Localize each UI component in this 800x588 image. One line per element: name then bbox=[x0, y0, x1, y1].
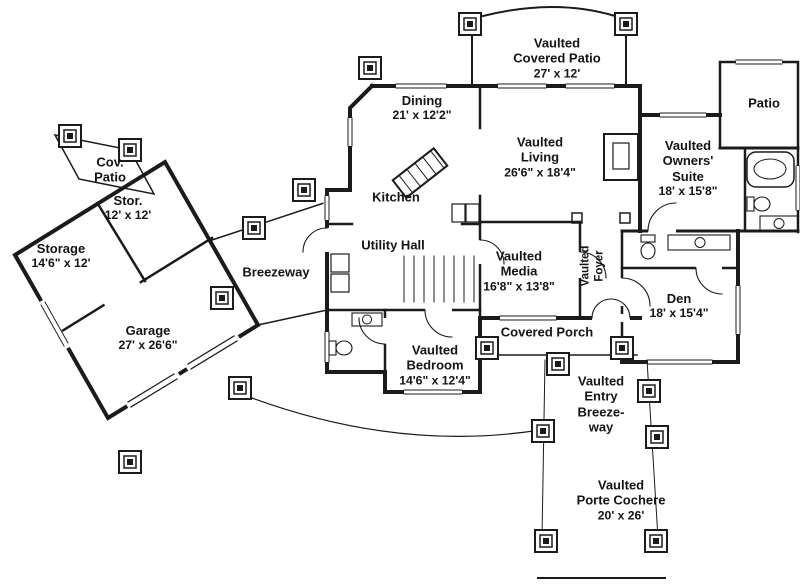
room-dims: 14'6" x 12' bbox=[31, 256, 91, 271]
breezeway-lines bbox=[211, 201, 666, 579]
room-dims: 21' x 12'2" bbox=[392, 108, 452, 123]
room-label-living: Vaulted Living 26'6" x 18'4" bbox=[504, 134, 576, 179]
room-label-stor: Stor. 12' x 12' bbox=[105, 193, 151, 223]
room-name: Dining bbox=[401, 93, 443, 109]
room-name: Garage bbox=[125, 323, 171, 339]
room-name: Living bbox=[520, 149, 560, 165]
room-label-cov-patio: Cov. Patio bbox=[94, 155, 126, 186]
room-name: Entry bbox=[584, 388, 618, 404]
room-name: Cov. bbox=[96, 154, 124, 170]
room-name: Suite bbox=[672, 168, 704, 184]
room-label-foyer: Vaulted Foyer bbox=[579, 246, 606, 287]
room-name: way bbox=[588, 419, 614, 435]
room-name: Vaulted bbox=[597, 477, 645, 493]
room-name: Breeze- bbox=[577, 404, 625, 419]
room-dims: 20' x 26' bbox=[597, 508, 645, 523]
room-name: Owners' bbox=[662, 153, 714, 169]
room-name: Covered Patio bbox=[513, 50, 601, 66]
room-name: Stor. bbox=[113, 193, 143, 209]
room-name: Patio bbox=[94, 170, 126, 185]
room-name: Den bbox=[666, 291, 692, 307]
room-label-entry-breezeway: Vaulted Entry Breeze- way bbox=[578, 373, 625, 434]
room-label-owners-suite: Vaulted Owners' Suite 18' x 15'8" bbox=[658, 138, 717, 198]
room-name: Vaulted bbox=[495, 248, 543, 264]
room-dims: 27' x 26'6" bbox=[118, 338, 178, 353]
room-label-bedroom: Vaulted Bedroom 14'6" x 12'4" bbox=[399, 342, 471, 387]
garage-wing bbox=[12, 133, 261, 421]
room-name: Utility Hall bbox=[361, 237, 425, 253]
room-dims: 14'6" x 12'4" bbox=[399, 373, 471, 388]
room-dims: 18' x 15'4" bbox=[649, 306, 709, 321]
room-label-porte-cochere: Vaulted Porte Cochere 20' x 26' bbox=[577, 477, 666, 522]
room-label-den: Den 18' x 15'4" bbox=[649, 291, 708, 321]
room-label-covered-patio: Vaulted Covered Patio 27' x 12' bbox=[513, 35, 600, 80]
room-label-media: Vaulted Media 16'8" x 13'8" bbox=[483, 248, 555, 293]
fixtures-group bbox=[328, 133, 799, 356]
room-label-breezeway: Breezeway bbox=[242, 264, 309, 279]
room-name: Porte Cochere bbox=[576, 492, 666, 508]
windows-group bbox=[323, 58, 800, 396]
room-name: Vaulted bbox=[411, 342, 459, 358]
room-dims: 16'8" x 13'8" bbox=[483, 279, 555, 294]
room-name: Vaulted bbox=[533, 35, 581, 51]
room-dims: 18' x 15'8" bbox=[658, 183, 718, 198]
room-label-garage: Garage 27' x 26'6" bbox=[118, 323, 177, 353]
room-label-kitchen: Kitchen bbox=[372, 189, 420, 204]
room-label-utility-hall: Utility Hall bbox=[361, 237, 425, 252]
covered-patio-structure bbox=[471, 6, 627, 87]
room-name: Vaulted bbox=[577, 373, 625, 389]
room-name: Bedroom bbox=[406, 357, 464, 373]
room-name: Foyer bbox=[593, 250, 605, 282]
doors-group bbox=[302, 202, 723, 345]
room-dims: 27' x 12' bbox=[533, 66, 581, 81]
room-label-dining: Dining 21' x 12'2" bbox=[392, 93, 451, 123]
room-name: Covered Porch bbox=[500, 324, 594, 340]
room-name: Vaulted bbox=[664, 137, 712, 153]
room-label-patio: Patio bbox=[748, 95, 780, 110]
door-gaps bbox=[323, 227, 722, 344]
room-name: Media bbox=[500, 263, 538, 279]
room-name: Patio bbox=[748, 95, 780, 111]
room-name: Vaulted bbox=[516, 134, 564, 150]
room-name: Kitchen bbox=[372, 189, 420, 205]
room-label-covered-porch: Covered Porch bbox=[501, 324, 593, 339]
room-label-storage: Storage 14'6" x 12' bbox=[31, 241, 90, 271]
room-dims: 26'6" x 18'4" bbox=[504, 165, 576, 180]
room-name: Vaulted bbox=[579, 245, 592, 287]
room-dims: 12' x 12' bbox=[104, 208, 152, 223]
room-name: Storage bbox=[36, 241, 86, 257]
room-name: Breezeway bbox=[242, 264, 310, 280]
